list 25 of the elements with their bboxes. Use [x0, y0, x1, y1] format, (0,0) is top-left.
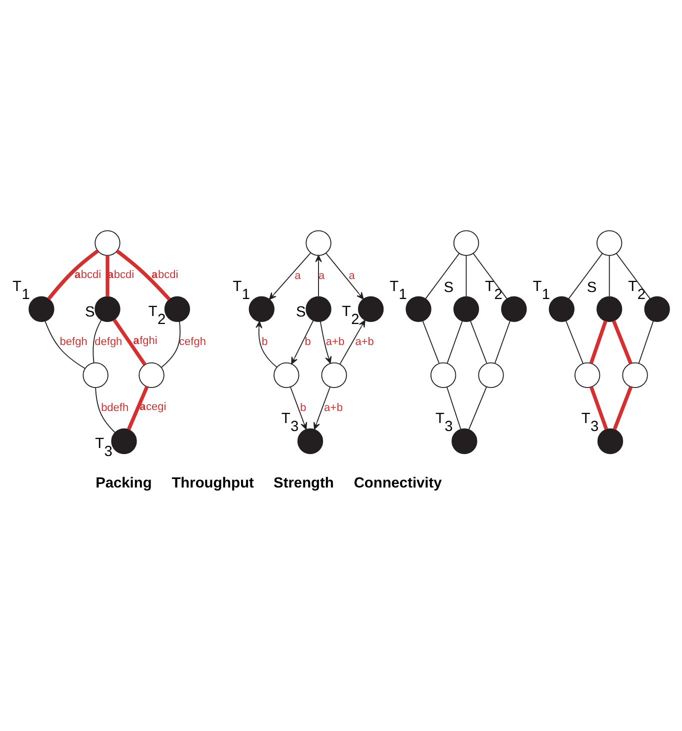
edge-label: a+b	[355, 335, 374, 348]
edge-label: b	[300, 402, 306, 414]
edge-label: a+b	[324, 402, 343, 414]
edge-label: a	[348, 269, 355, 282]
edge-label: befgh	[60, 335, 88, 348]
edge-label: a+b	[326, 335, 345, 348]
edge-label: acegi	[140, 400, 166, 413]
edge-label: abcdi	[74, 268, 102, 281]
edge-label: a	[294, 269, 301, 282]
label: Connectivity	[354, 474, 442, 491]
edge-label: a	[318, 269, 325, 282]
edge-label: b	[262, 335, 268, 348]
edge-label: afghi	[133, 334, 158, 347]
edge-label: cefgh	[179, 335, 206, 348]
node-label: S	[586, 279, 597, 296]
edge-label: b	[304, 335, 311, 348]
node-label: S	[296, 304, 306, 320]
node-label: S	[444, 279, 454, 296]
edge-label: defgh	[94, 335, 122, 348]
label: Throughput	[172, 474, 254, 491]
node-label: S	[85, 304, 95, 320]
label: Strength	[274, 474, 334, 491]
label: Packing	[96, 474, 152, 491]
edge-label: bdefh	[101, 402, 129, 414]
edge-label: abcdi	[152, 268, 178, 281]
